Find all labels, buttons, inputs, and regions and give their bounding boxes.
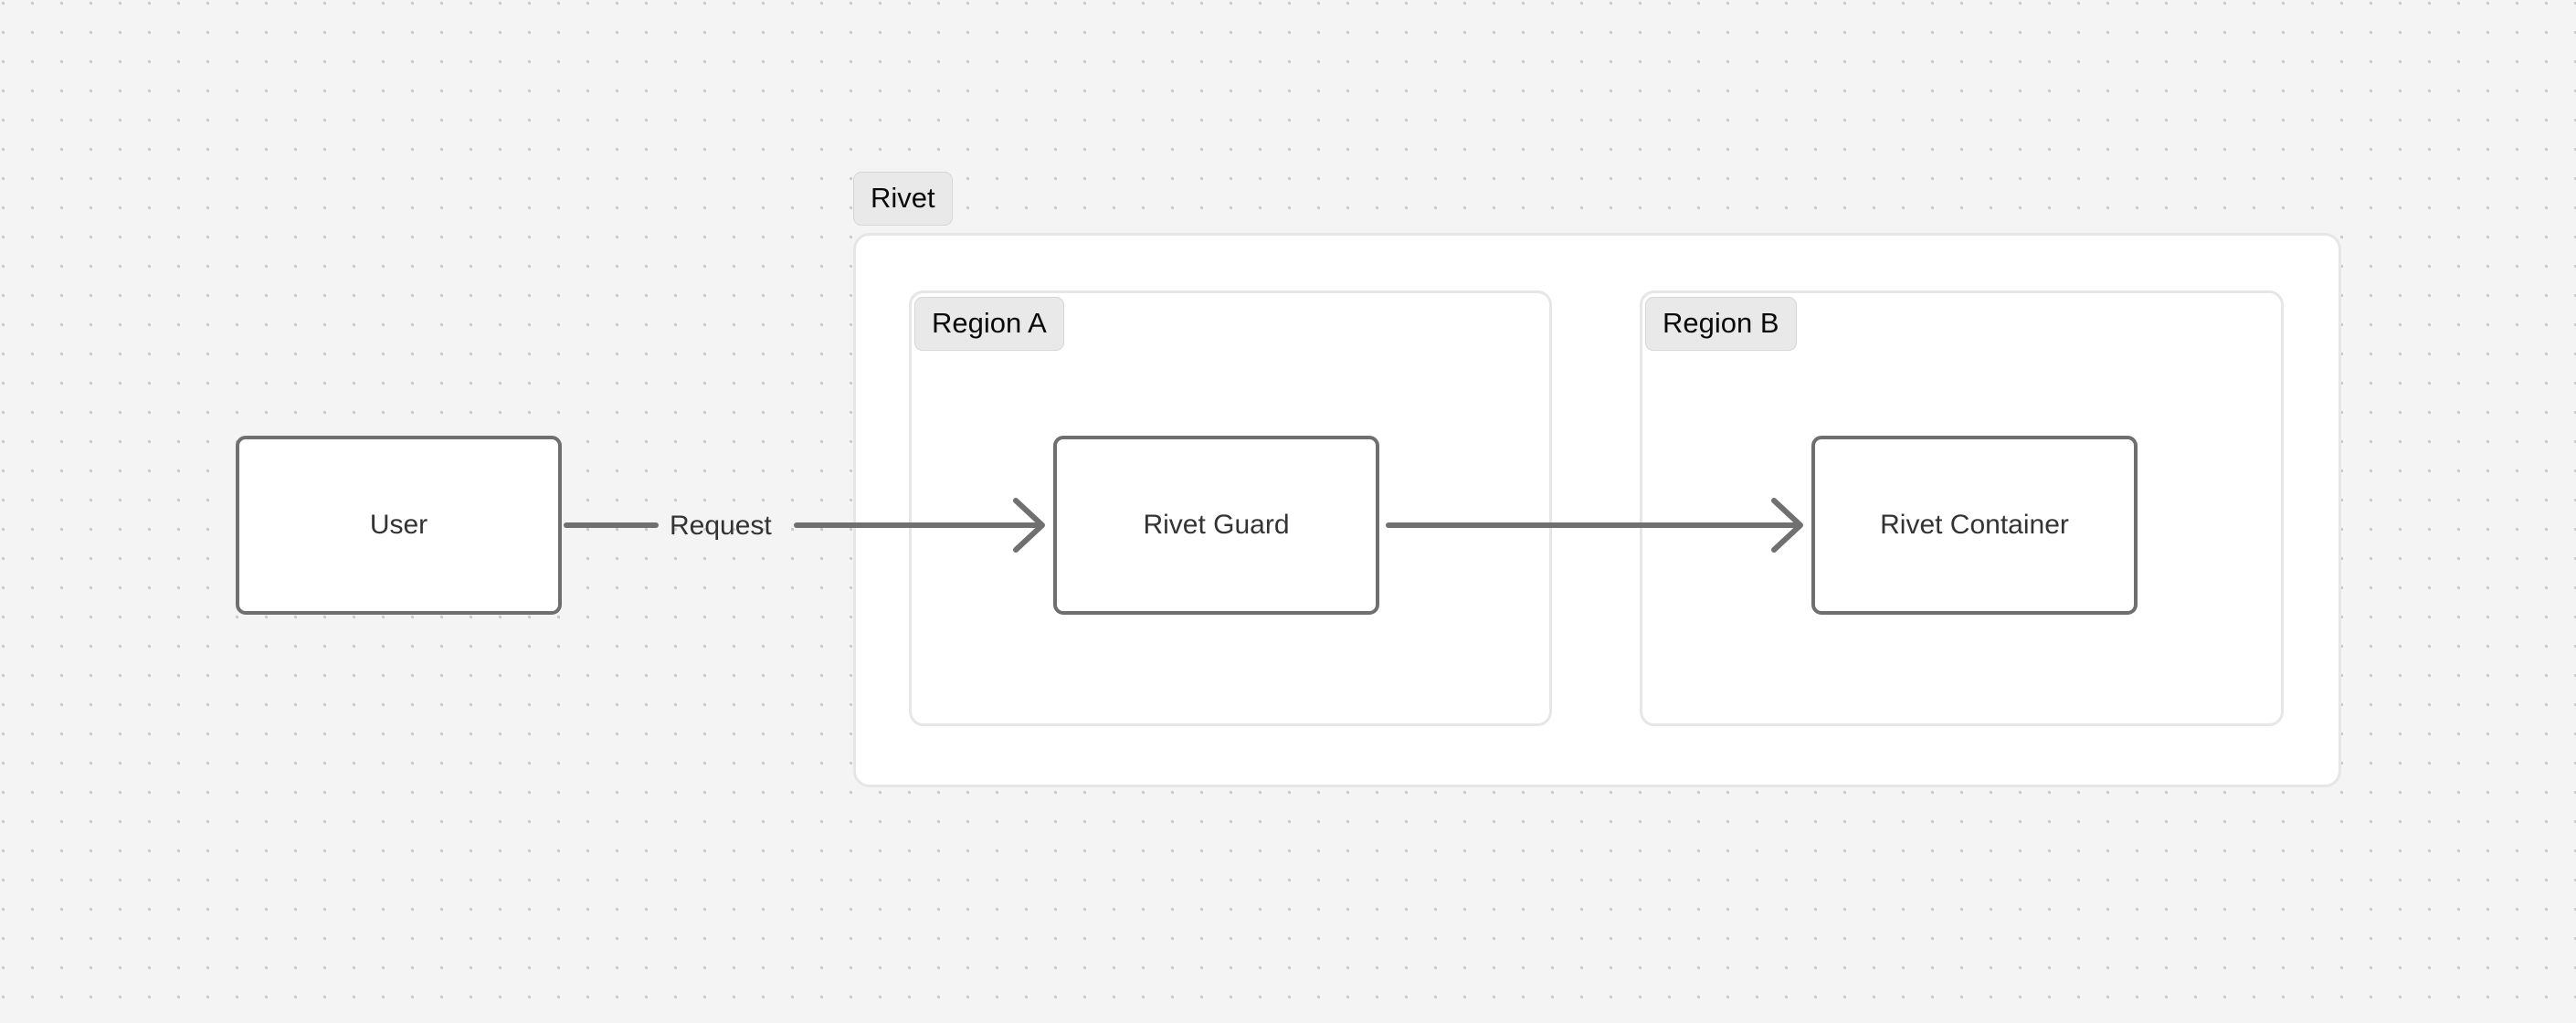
cluster-label-rivet[interactable]: Rivet: [853, 172, 953, 226]
node-rivet-guard[interactable]: Rivet Guard: [1053, 436, 1379, 615]
node-user[interactable]: User: [236, 436, 562, 615]
node-rivet-container[interactable]: Rivet Container: [1811, 436, 2138, 615]
cluster-label-region-b[interactable]: Region B: [1645, 297, 1797, 351]
cluster-label-region-a[interactable]: Region A: [914, 297, 1064, 351]
edge-label-request: Request: [670, 511, 772, 541]
